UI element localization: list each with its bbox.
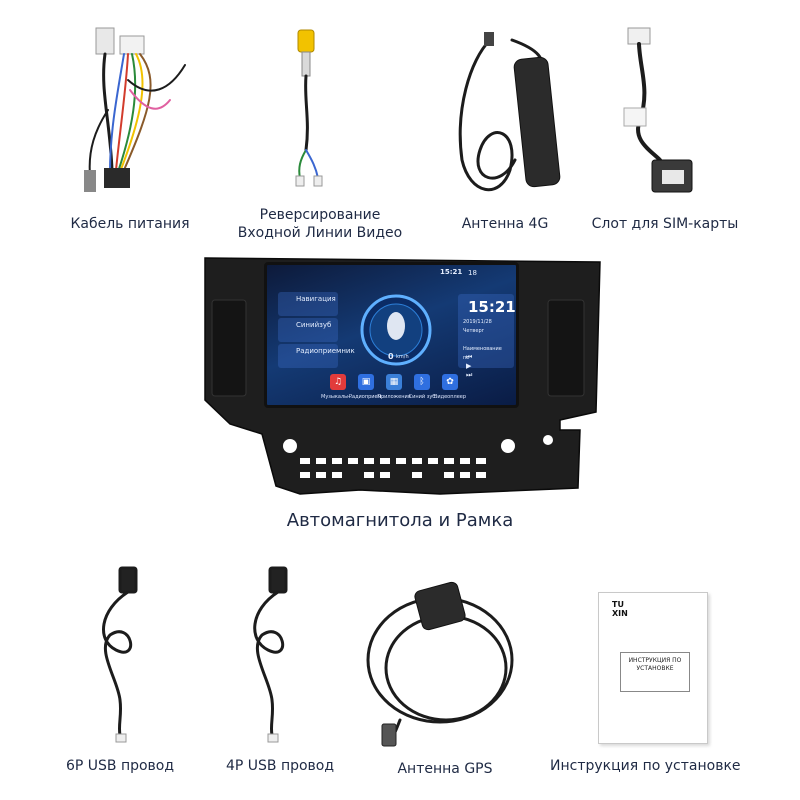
clock-date: 2019/11/28 Четверг [463,319,492,334]
apps-icon[interactable]: ▦ [386,374,402,390]
bluetooth-card[interactable] [278,318,338,342]
radio-card[interactable] [278,344,338,368]
status-num: 18 [468,269,477,277]
speed-unit: km/h [396,354,409,360]
usb-6p-label: 6P USB провод [65,758,175,774]
sim-slot-label: Слот для SIM-карты [591,216,739,232]
speed-value: 0 [388,352,394,361]
manual-title-box [620,652,690,692]
clock-time: 15:21 [468,298,516,316]
video-app-icon[interactable]: ✿ [442,374,458,390]
manual-title: ИНСТРУКЦИЯ ПО УСТАНОВКЕ [628,657,682,672]
reverse-video-label: Реверсирование Входной Линии Видео [237,207,403,241]
nav-card[interactable] [278,292,338,316]
gps-antenna-label: Антенна GPS [397,761,493,777]
radio-app-icon[interactable]: ▣ [358,374,374,390]
manual-brand: TU XIN [612,600,628,618]
music-app-icon[interactable]: ♫ [330,374,346,390]
power-cable-label: Кабель питания [70,216,190,232]
antenna-4g-label: Антенна 4G [461,216,549,232]
clock-card[interactable] [458,294,514,368]
music-title: Наименование пе [463,346,502,361]
status-time: 15:21 [440,268,463,276]
music-controls[interactable]: ⏮ ▶ ⏭ [466,353,473,379]
head-unit-caption: Автомагнитола и Рамка [286,510,514,531]
usb-4p-label: 4P USB провод [225,758,335,774]
bluetooth-app-icon[interactable]: ᛒ [414,374,430,390]
manual-label: Инструкция по установке [550,758,741,774]
